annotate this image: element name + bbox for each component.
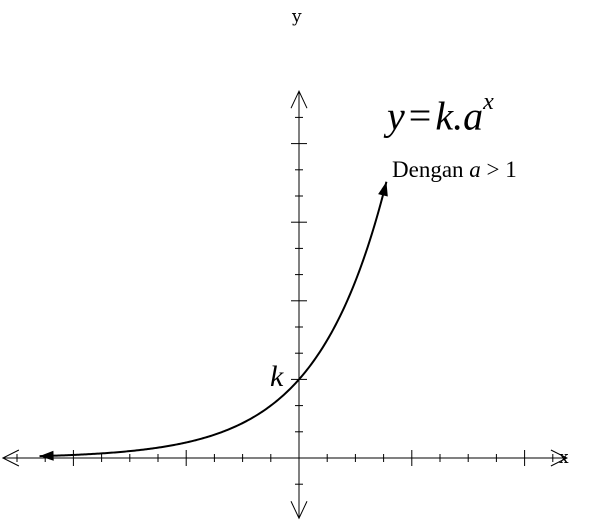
y-axis-arrow-bottom: [290, 501, 308, 520]
condition-rel: > 1: [486, 157, 517, 182]
y-intercept-label: k: [270, 360, 284, 393]
curve-arrowheads: [39, 181, 388, 461]
y-axis-arrow-top: [290, 90, 308, 109]
eq-dot: .: [453, 93, 464, 139]
curve-arrow-left: [39, 450, 54, 461]
x-axis-label: x: [559, 448, 569, 468]
eq-a: a: [463, 93, 484, 139]
exponential-curve: [39, 181, 388, 458]
x-axis-arrow-right: [550, 449, 569, 467]
condition-label: Dengan a > 1: [392, 156, 517, 184]
eq-k: k: [435, 93, 454, 139]
x-axis-arrow-left: [1, 449, 20, 467]
eq-y: y: [387, 93, 405, 139]
curve-arrow-top: [378, 181, 388, 197]
eq-equals: =: [408, 93, 432, 139]
axes: [1, 90, 569, 520]
eq-exponent: x: [483, 89, 494, 115]
condition-word: Dengan: [392, 157, 464, 182]
equation-label: y=k.ax: [387, 90, 494, 139]
axis-ticks: [16, 116, 554, 485]
y-axis-label: y: [291, 7, 302, 27]
condition-var: a: [469, 157, 481, 182]
